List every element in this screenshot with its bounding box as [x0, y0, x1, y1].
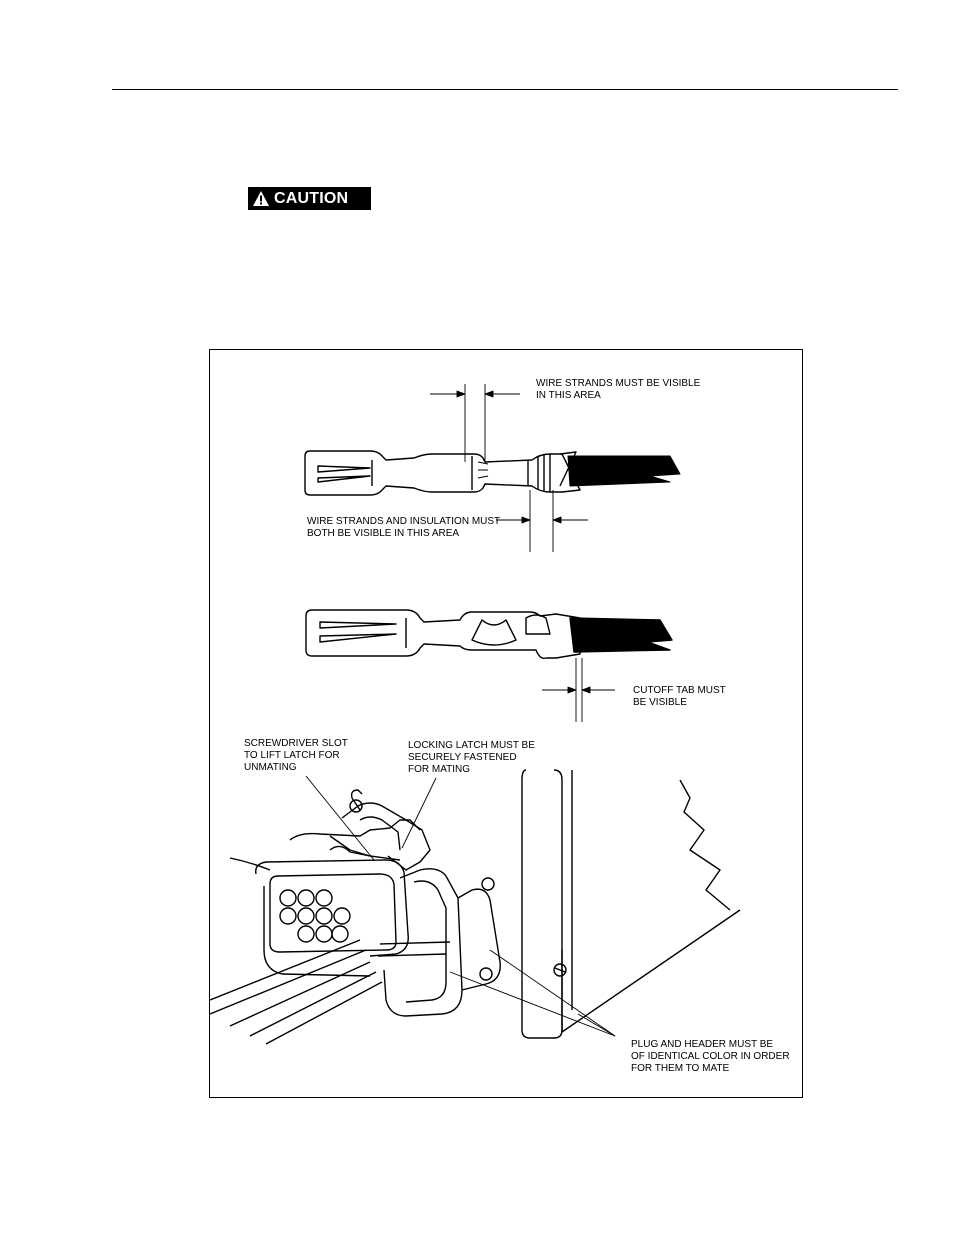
- dim-cutoff-tab: [542, 658, 615, 722]
- plug-housing: [229, 789, 501, 1017]
- callout-plug-header: PLUG AND HEADER MUST BE OF IDENTICAL COL…: [631, 1039, 790, 1074]
- callout-cutoff-tab: CUTOFF TAB MUST BE VISIBLE: [633, 685, 726, 708]
- dim-strands-insulation: [496, 490, 588, 552]
- warning-triangle-icon: [248, 187, 274, 210]
- terminal-bottom: [305, 609, 581, 660]
- wire-strands-top: [477, 455, 681, 487]
- wire-bundle: [210, 939, 451, 1045]
- caution-badge: CAUTION: [248, 187, 371, 210]
- caution-label: CAUTION: [274, 189, 349, 207]
- plug-cavities: [279, 889, 351, 943]
- callout-strands-insulation: WIRE STRANDS AND INSULATION MUST BOTH BE…: [307, 516, 501, 539]
- wire-strands-bottom: [569, 617, 673, 653]
- dim-wire-strands: [430, 384, 520, 462]
- callout-screwdriver-slot: SCREWDRIVER SLOT TO LIFT LATCH FOR UNMAT…: [244, 738, 348, 773]
- header-rule: [112, 89, 898, 90]
- callout-locking-latch: LOCKING LATCH MUST BE SECURELY FASTENED …: [408, 740, 535, 775]
- leader-lines: [305, 775, 616, 1037]
- callout-wire-strands: WIRE STRANDS MUST BE VISIBLE IN THIS ARE…: [536, 378, 701, 401]
- terminal-top: [304, 450, 581, 496]
- connector-illustration: [210, 384, 741, 1045]
- header-panel: [521, 769, 741, 1039]
- connector-figure: WIRE STRANDS MUST BE VISIBLE IN THIS ARE…: [209, 349, 803, 1098]
